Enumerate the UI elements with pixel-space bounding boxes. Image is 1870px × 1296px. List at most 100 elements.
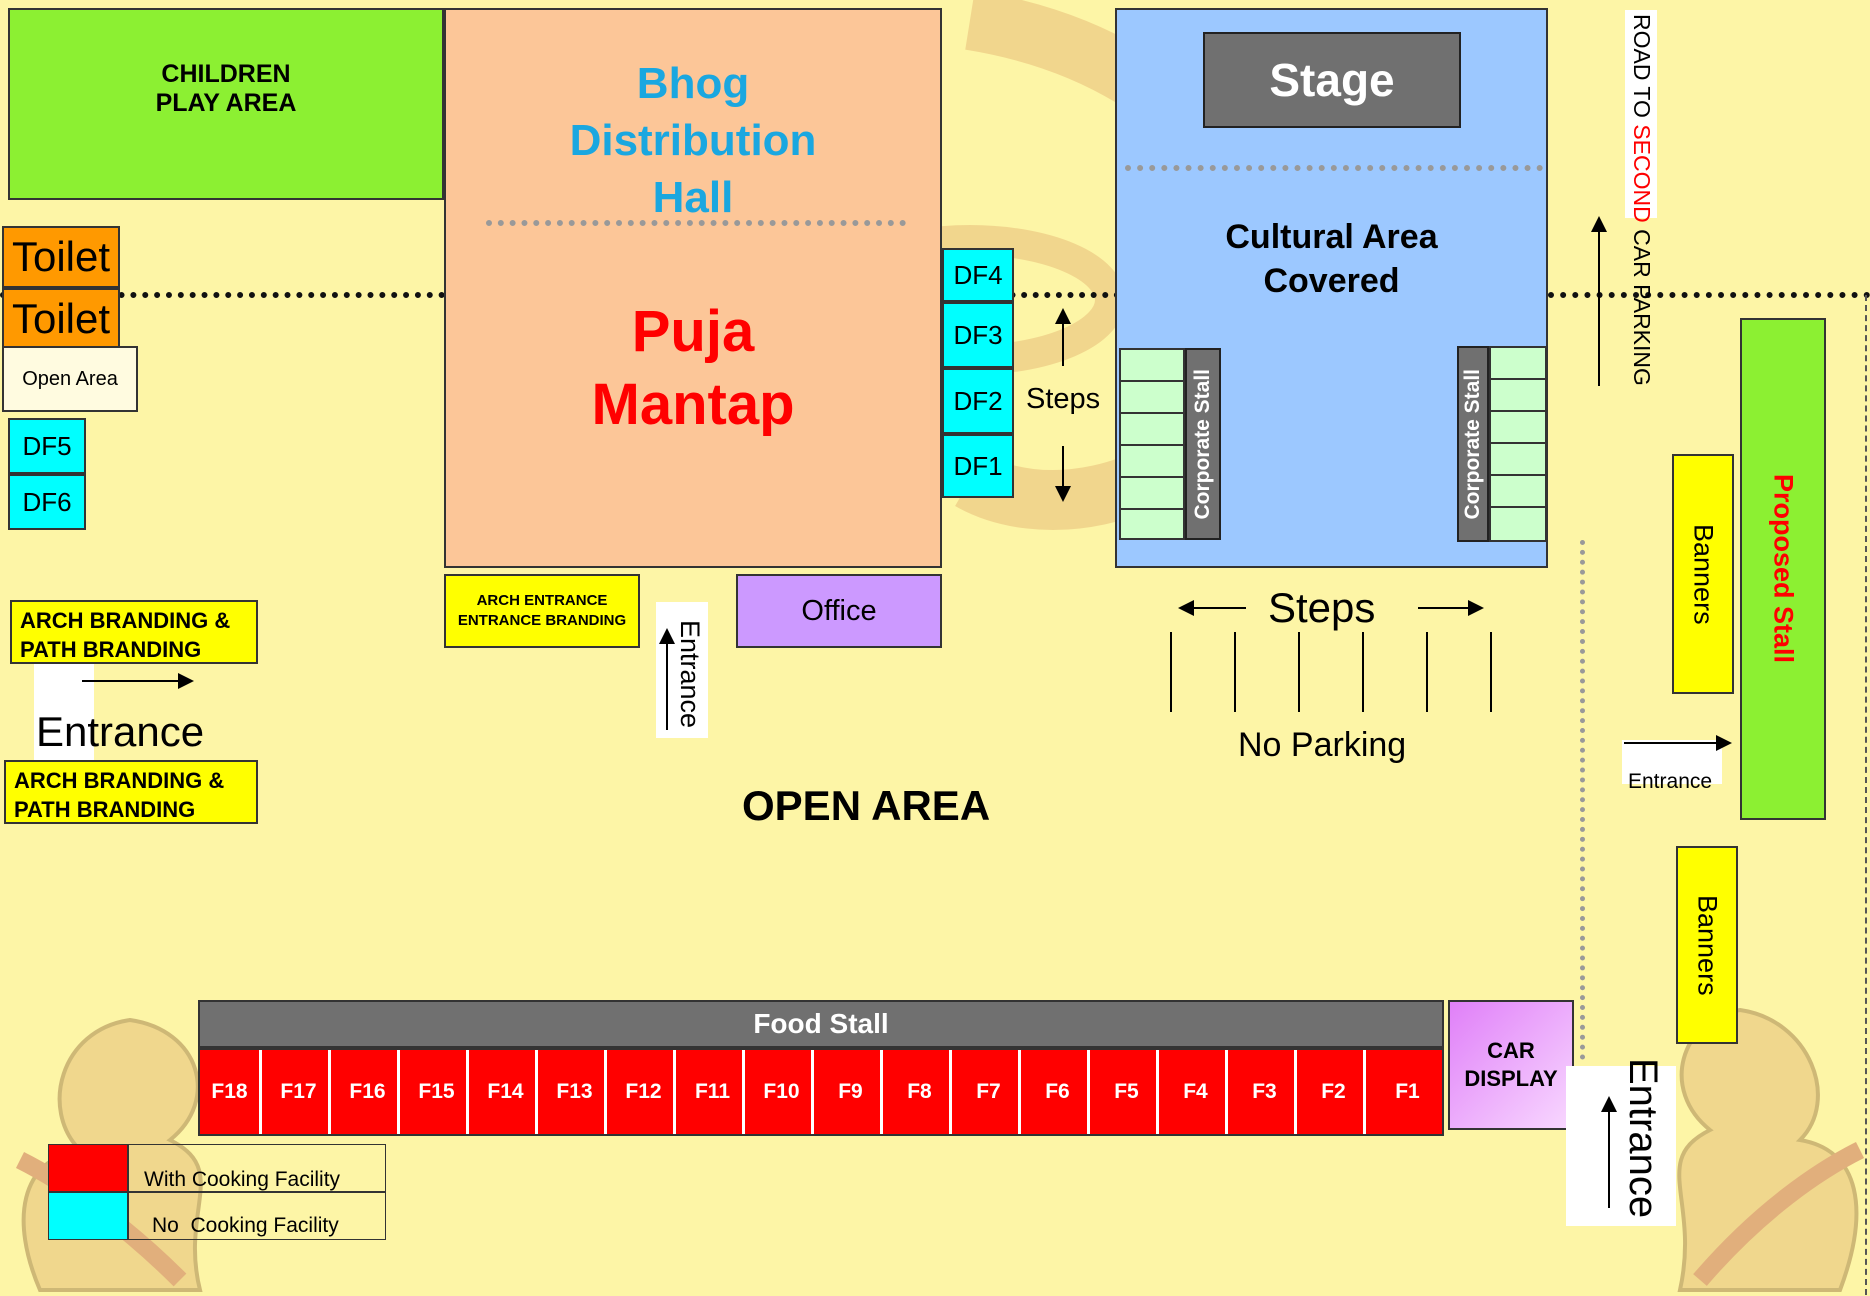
road-label-bg	[1625, 10, 1657, 218]
food-stall-f2: F2	[1304, 1050, 1366, 1134]
no-parking-label: No Parking	[1238, 726, 1407, 764]
corporate-stall-right-label: Corporate Stall	[1461, 368, 1484, 520]
arch-branding-bottom: ARCH BRANDING & PATH BRANDING	[4, 760, 258, 824]
food-stall-f14: F14	[476, 1050, 538, 1134]
background-figure-right	[1677, 1007, 1865, 1292]
banners-top-label: Banners	[1688, 523, 1719, 625]
corporate-stall-left: Corporate Stall	[1185, 348, 1221, 540]
open-area-main: OPEN AREA	[742, 782, 991, 829]
stage-label: Stage	[1269, 54, 1395, 106]
puja-line1: Puja	[631, 299, 755, 364]
car-display: CAR DISPLAY	[1448, 1000, 1574, 1130]
car-display-line1: CAR	[1487, 1038, 1535, 1063]
food-stall-f12: F12	[614, 1050, 676, 1134]
arch-branding-bottom-line1: ARCH BRANDING &	[14, 768, 225, 793]
open-area-small-label: Open Area	[22, 367, 118, 390]
right-edge-boundary	[1865, 295, 1867, 1295]
boundary-line-middle	[940, 292, 1120, 298]
entrance-right-arrow	[1624, 735, 1732, 751]
arch-entrance-branding: ARCH ENTRANCE ENTRANCE BRANDING	[444, 574, 640, 648]
steps-small-label: Steps	[1026, 383, 1101, 415]
df2-label: DF2	[953, 385, 1003, 416]
road-suffix: CAR PARKING	[1629, 222, 1655, 386]
entrance-center-arrow	[659, 628, 675, 730]
df4: DF4	[942, 248, 1014, 302]
food-stall-f8: F8	[890, 1050, 952, 1134]
corporate-stall-left-cells	[1119, 348, 1185, 540]
arch-entrance-line1: ARCH ENTRANCE	[476, 592, 608, 609]
toilet-2: Toilet	[2, 288, 120, 350]
food-stall-f6: F6	[1028, 1050, 1090, 1134]
entrance-left-label: Entrance	[36, 708, 205, 755]
cultural-line1: Cultural Area	[1225, 218, 1438, 256]
food-stall-f15: F15	[407, 1050, 469, 1134]
arch-branding-top-line1: ARCH BRANDING &	[20, 608, 231, 633]
df3-label: DF3	[953, 319, 1003, 350]
food-stall-f5: F5	[1097, 1050, 1159, 1134]
corporate-stall-right: Corporate Stall	[1457, 346, 1489, 542]
df5-label: DF5	[22, 430, 72, 461]
entrance-bottom-right-bg	[1566, 1066, 1676, 1226]
toilet-2-label: Toilet	[11, 295, 111, 342]
steps-big-label: Steps	[1268, 584, 1376, 631]
food-stall-f18: F18	[200, 1050, 262, 1134]
proposed-stall-label: Proposed Stall	[1768, 474, 1799, 664]
df5: DF5	[8, 418, 86, 474]
banners-top: Banners	[1672, 454, 1734, 694]
boundary-line-left	[0, 292, 445, 298]
puja-line2: Mantap	[591, 372, 795, 437]
df1: DF1	[942, 434, 1014, 498]
entrance-left-arrow	[82, 673, 194, 689]
children-play-line2: PLAY AREA	[155, 89, 297, 117]
food-stall-f16: F16	[338, 1050, 400, 1134]
food-stall-f17: F17	[269, 1050, 331, 1134]
arch-branding-bottom-line2: PATH BRANDING	[14, 797, 196, 822]
bhog-distribution-hall: Bhog Distribution Hall	[446, 55, 940, 226]
toilet-1-label: Toilet	[11, 233, 111, 280]
entrance-bottom-right-label: Entrance	[1621, 1058, 1665, 1219]
boundary-line-right	[1548, 292, 1870, 298]
food-stall-f4: F4	[1166, 1050, 1228, 1134]
legend-swatch-cooking	[48, 1144, 128, 1192]
df1-label: DF1	[953, 450, 1003, 481]
entrance-right-label: Entrance	[1628, 770, 1713, 793]
legend: With Cooking Facility No Cooking Facilit…	[48, 1144, 386, 1240]
bhog-partition-line	[486, 220, 906, 226]
cultural-line2: Covered	[1263, 262, 1400, 300]
food-stall-f10: F10	[752, 1050, 814, 1134]
corporate-stall-left-label: Corporate Stall	[1191, 368, 1214, 520]
bhog-line3: Hall	[652, 173, 734, 222]
road-to-second-car-parking: ROAD TO SECOND CAR PARKING	[1628, 14, 1655, 386]
entrance-center-label: Entrance	[675, 620, 705, 729]
proposed-stall: Proposed Stall	[1740, 318, 1826, 820]
parking-road-boundary	[1580, 540, 1585, 1060]
steps-left-arrow	[1178, 600, 1246, 616]
cultural-area: Stage Cultural Area Covered Corporate St…	[1115, 8, 1548, 568]
food-stall-f7: F7	[959, 1050, 1021, 1134]
cultural-area-label: Cultural Area Covered	[1117, 215, 1546, 303]
steps-up-arrow	[1055, 308, 1071, 366]
legend-label-box-cooking	[128, 1144, 386, 1192]
legend-swatch-no-cooking	[48, 1192, 128, 1240]
df3: DF3	[942, 302, 1014, 368]
df4-label: DF4	[953, 259, 1003, 290]
banners-bottom-label: Banners	[1692, 894, 1723, 996]
steps-right-arrow	[1418, 600, 1484, 616]
entrance-bottom-right-arrow	[1601, 1096, 1617, 1208]
stage-partition-line	[1125, 165, 1543, 171]
df6: DF6	[8, 474, 86, 530]
food-stall-header: Food Stall	[198, 1000, 1444, 1048]
food-stall-f13: F13	[545, 1050, 607, 1134]
entrance-center-bg	[656, 602, 708, 738]
entrance-right-bg	[1622, 740, 1722, 784]
food-stall-f9: F9	[821, 1050, 883, 1134]
car-display-line2: DISPLAY	[1464, 1066, 1558, 1091]
legend-label-box-no-cooking	[128, 1192, 386, 1240]
df6-label: DF6	[22, 486, 72, 517]
corporate-stall-right-cells	[1489, 346, 1547, 542]
steps-down-arrow	[1055, 446, 1071, 502]
legend-label-no-cooking: No Cooking Facility	[152, 1214, 339, 1237]
legend-label-cooking: With Cooking Facility	[144, 1168, 341, 1191]
arch-branding-top: ARCH BRANDING & PATH BRANDING	[10, 600, 258, 664]
bhog-line1: Bhog	[636, 59, 750, 108]
